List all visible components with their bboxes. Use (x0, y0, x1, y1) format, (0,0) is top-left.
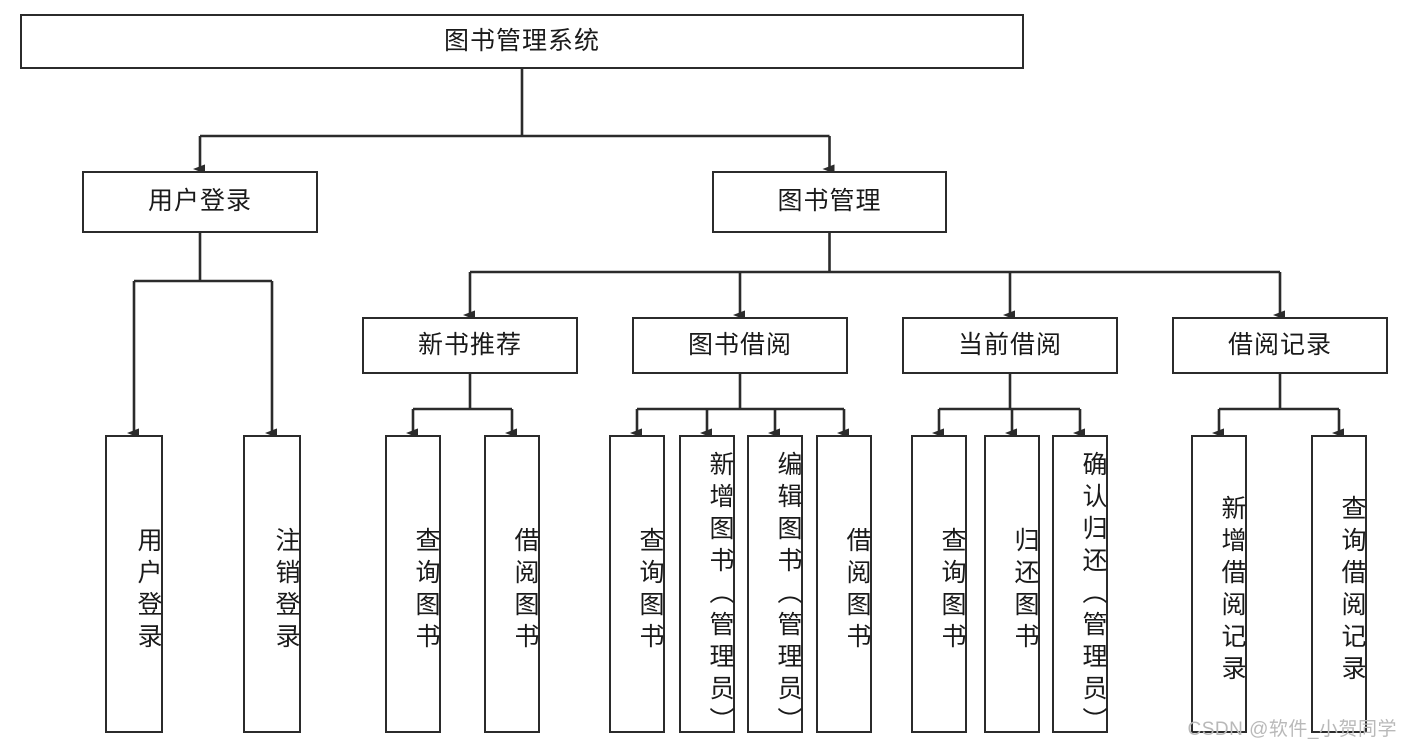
node-leaf-query-record-label: 查询借阅记录 (1338, 495, 1366, 687)
node-leaf-confirm-return[interactable]: 确认归还（管理员） (1052, 435, 1108, 739)
node-new-book-recommend[interactable]: 新书推荐 (362, 317, 578, 374)
node-leaf-confirm-return-label: 确认归还（管理员） (1079, 451, 1107, 739)
node-leaf-user-logout-label: 注销登录 (272, 527, 300, 655)
node-book-borrow-label: 图书借阅 (687, 330, 792, 359)
node-leaf-borrow-book-2[interactable]: 借阅图书 (816, 435, 872, 733)
node-user-login-label: 用户登录 (147, 187, 252, 216)
node-book-manage-label: 图书管理 (777, 187, 882, 216)
node-leaf-edit-book[interactable]: 编辑图书（管理员） (747, 435, 803, 739)
node-leaf-query-book-2-label: 查询图书 (636, 527, 664, 655)
node-user-login[interactable]: 用户登录 (82, 171, 318, 233)
node-leaf-add-book[interactable]: 新增图书（管理员） (679, 435, 735, 739)
node-leaf-borrow-book-1-label: 借阅图书 (511, 527, 539, 655)
node-leaf-borrow-book-2-label: 借阅图书 (843, 527, 871, 655)
node-book-borrow[interactable]: 图书借阅 (632, 317, 848, 374)
node-new-book-recommend-label: 新书推荐 (417, 330, 522, 359)
node-leaf-user-logout[interactable]: 注销登录 (243, 435, 301, 733)
node-leaf-query-book-1[interactable]: 查询图书 (385, 435, 441, 733)
node-root-label: 图书管理系统 (443, 26, 600, 55)
node-root[interactable]: 图书管理系统 (20, 14, 1024, 69)
node-leaf-user-login-label: 用户登录 (134, 527, 162, 655)
node-leaf-query-book-3[interactable]: 查询图书 (911, 435, 967, 733)
node-borrow-record-label: 借阅记录 (1227, 330, 1332, 359)
node-leaf-add-book-label: 新增图书（管理员） (706, 451, 734, 739)
node-leaf-query-record[interactable]: 查询借阅记录 (1311, 435, 1367, 733)
node-leaf-edit-book-label: 编辑图书（管理员） (774, 451, 802, 739)
node-leaf-borrow-book-1[interactable]: 借阅图书 (484, 435, 540, 733)
node-leaf-query-book-1-label: 查询图书 (412, 527, 440, 655)
node-current-borrow-label: 当前借阅 (957, 330, 1062, 359)
node-leaf-query-book-2[interactable]: 查询图书 (609, 435, 665, 733)
node-leaf-add-record[interactable]: 新增借阅记录 (1191, 435, 1247, 733)
node-leaf-return-book-label: 归还图书 (1011, 527, 1039, 655)
csdn-watermark: CSDN @软件_小贺同学 (1187, 719, 1397, 740)
node-borrow-record[interactable]: 借阅记录 (1172, 317, 1388, 374)
node-leaf-user-login[interactable]: 用户登录 (105, 435, 163, 733)
node-leaf-add-record-label: 新增借阅记录 (1218, 495, 1246, 687)
node-book-manage[interactable]: 图书管理 (712, 171, 947, 233)
node-leaf-return-book[interactable]: 归还图书 (984, 435, 1040, 733)
node-leaf-query-book-3-label: 查询图书 (938, 527, 966, 655)
node-current-borrow[interactable]: 当前借阅 (902, 317, 1118, 374)
